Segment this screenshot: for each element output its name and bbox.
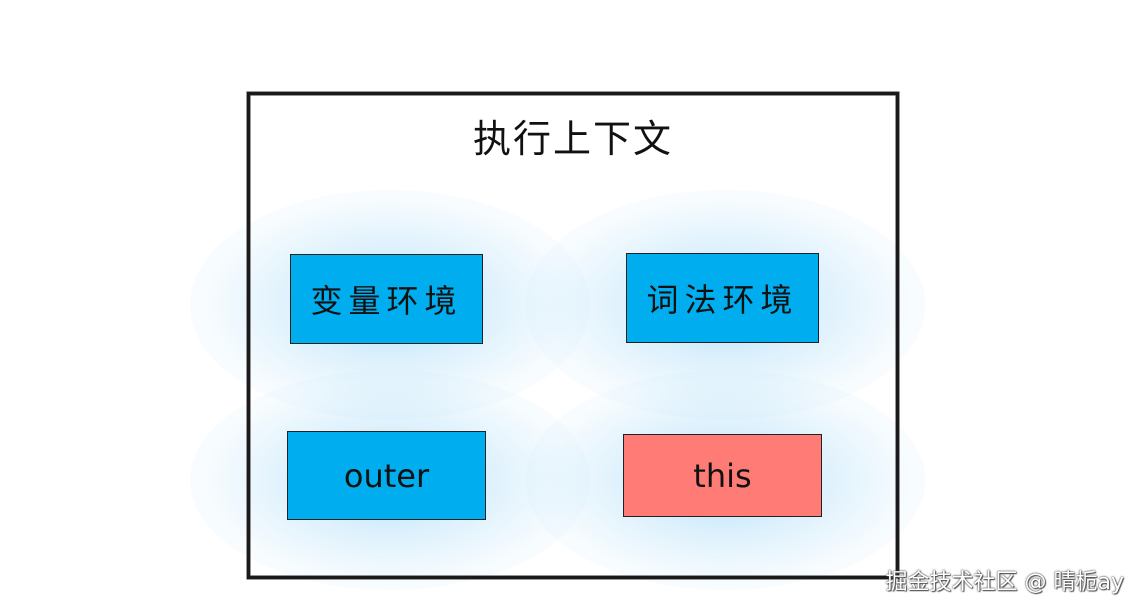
this-label: this — [693, 456, 752, 495]
lexical-environment-label: 词法环境 — [646, 281, 799, 319]
lexical-environment-box: 词法环境 — [626, 253, 819, 343]
diagram-title: 执行上下文 — [472, 117, 673, 161]
this-box: this — [623, 434, 822, 517]
outer-box: outer — [287, 431, 486, 520]
execution-context-frame — [247, 92, 899, 579]
outer-label: outer — [343, 456, 430, 495]
watermark: 掘金技术社区 @ 晴栀ay — [885, 570, 1125, 595]
variable-environment-label: 变量环境 — [310, 282, 463, 320]
variable-environment-box: 变量环境 — [290, 254, 483, 344]
